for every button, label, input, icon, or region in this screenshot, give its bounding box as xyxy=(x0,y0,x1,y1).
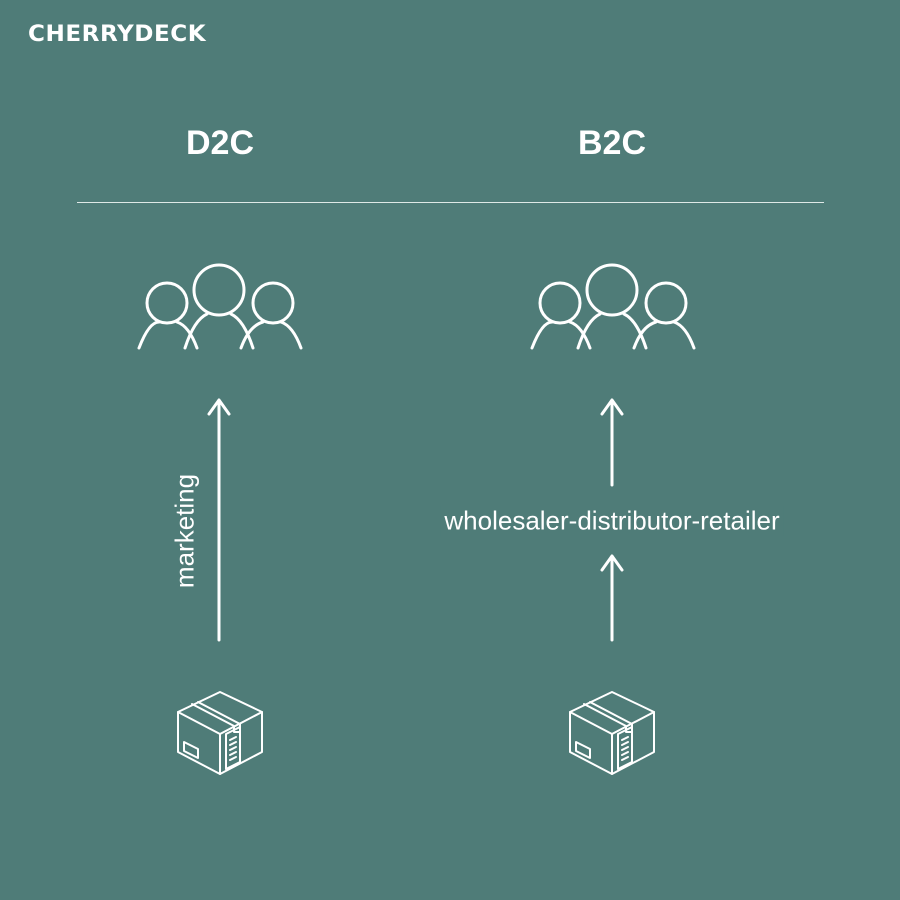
divider xyxy=(77,202,824,203)
customers-icon xyxy=(137,263,303,350)
package-icon xyxy=(176,690,264,776)
d2c-heading: D2C xyxy=(185,124,255,162)
b2c-heading: B2C xyxy=(577,124,647,162)
intermediary-chain-label: wholesaler-distributor-retailer xyxy=(440,505,784,537)
arrow-up-icon xyxy=(600,398,624,487)
arrow-up-icon xyxy=(600,554,624,642)
marketing-label: marketing xyxy=(169,473,200,589)
customers-icon xyxy=(530,263,696,350)
brand-logo: CHERRYDECK xyxy=(28,22,207,47)
arrow-up-icon xyxy=(207,398,231,642)
package-icon xyxy=(568,690,656,776)
